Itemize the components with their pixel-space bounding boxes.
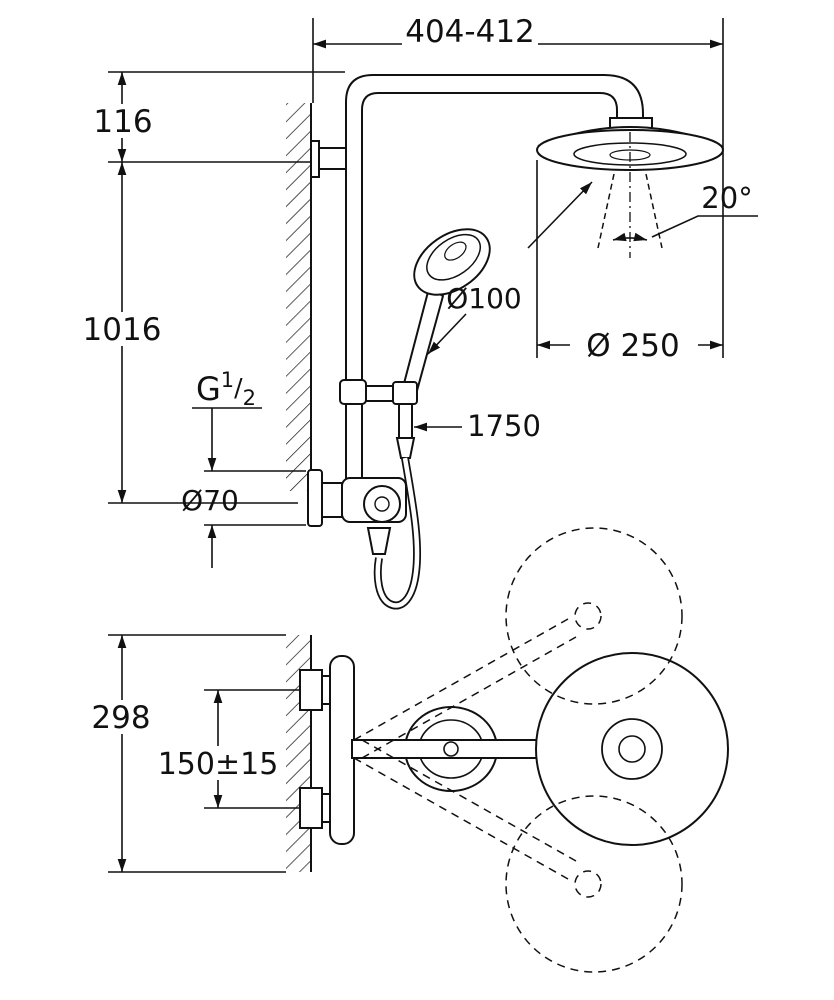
spray-cone (527, 132, 758, 258)
hose-length-label: 1750 (467, 409, 541, 443)
supply-union-nut (321, 482, 343, 518)
dimension-labels: 404-412 116 1016 G1/2 Ø70 Ø100 Ø 250 20°… (78, 14, 753, 782)
dim-width-range: 404-412 (405, 14, 535, 50)
front-view (286, 74, 758, 610)
dim-rail-height: 1016 (83, 312, 162, 348)
dim-supply-spacing: 150±15 (158, 747, 279, 782)
dim-hand-shower-diameter: Ø100 (446, 282, 521, 315)
dim-head-diameter: Ø 250 (586, 328, 679, 364)
thread-size-label: G1/2 (196, 368, 256, 410)
hose-outlet (366, 527, 392, 555)
dim-wall-offset: 116 (93, 104, 152, 140)
supply-escutcheon (307, 469, 323, 527)
supply-fitting-bottom (299, 787, 343, 829)
wall-hatching-top (286, 103, 311, 491)
head-swivel-range (353, 527, 683, 973)
thermostat-valve (307, 469, 407, 555)
dim-bracket-height: 298 (91, 700, 150, 736)
rail-slider-holder (339, 379, 397, 405)
hand-shower (392, 228, 491, 459)
wall-bracket (310, 140, 347, 178)
shower-hose (373, 457, 422, 610)
plan-view (286, 527, 729, 973)
dimension-lines (108, 18, 724, 873)
dim-escutcheon-diameter: Ø70 (181, 484, 239, 517)
head-shower-plan (535, 652, 729, 846)
spray-angle-label: 20° (701, 181, 752, 215)
valve-body-plan (329, 655, 355, 845)
